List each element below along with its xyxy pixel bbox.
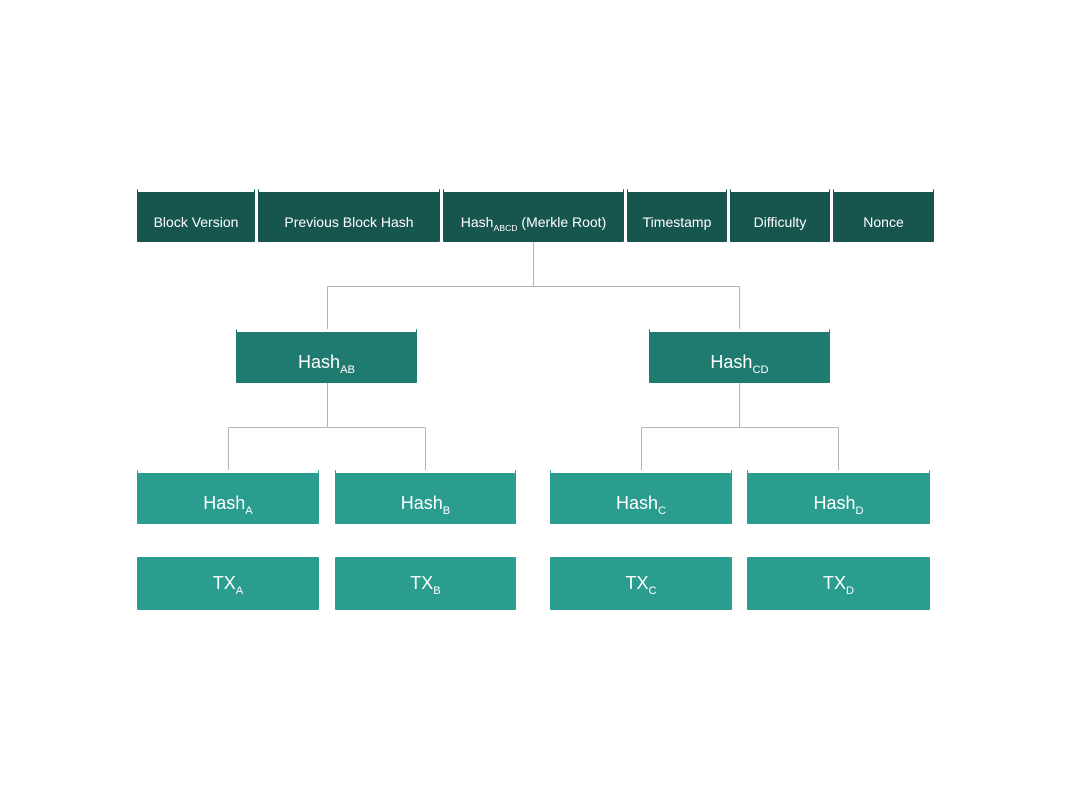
tx-a-label: TXA bbox=[212, 573, 244, 598]
difficulty-field: Difficulty bbox=[730, 189, 830, 242]
nonce-field: Nonce bbox=[833, 189, 934, 242]
tx-c-node: TXC bbox=[550, 557, 732, 610]
hash-cd-label: HashCD bbox=[710, 352, 769, 377]
merkle-root-label: HashABCD (Merkle Root) bbox=[460, 214, 607, 233]
tx-b-node: TXB bbox=[335, 557, 516, 610]
hash-a-label: HashA bbox=[203, 493, 253, 518]
hash-ab-node: HashAB bbox=[236, 329, 417, 383]
tx-b-label: TXB bbox=[410, 573, 441, 598]
hash-ab-label: HashAB bbox=[298, 352, 355, 377]
block-version-label: Block Version bbox=[153, 214, 239, 230]
hash-b-node: HashB bbox=[335, 470, 516, 524]
hash-d-node: HashD bbox=[747, 470, 930, 524]
tx-d-label: TXD bbox=[822, 573, 855, 598]
previous-block-hash-label: Previous Block Hash bbox=[284, 214, 414, 230]
hash-c-node: HashC bbox=[550, 470, 732, 524]
timestamp-field: Timestamp bbox=[627, 189, 727, 242]
hash-c-label: HashC bbox=[615, 493, 667, 518]
tx-d-node: TXD bbox=[747, 557, 930, 610]
previous-block-hash-field: Previous Block Hash bbox=[258, 189, 440, 242]
tx-a-node: TXA bbox=[137, 557, 319, 610]
block-version-field: Block Version bbox=[137, 189, 255, 242]
difficulty-label: Difficulty bbox=[753, 214, 807, 230]
hash-d-label: HashD bbox=[813, 493, 864, 518]
hash-b-label: HashB bbox=[400, 493, 451, 518]
hash-cd-node: HashCD bbox=[649, 329, 830, 383]
timestamp-label: Timestamp bbox=[642, 214, 712, 230]
connector-ab-to-children bbox=[228, 383, 426, 471]
nonce-label: Nonce bbox=[863, 214, 904, 230]
connector-cd-to-children bbox=[641, 383, 839, 471]
hash-a-node: HashA bbox=[137, 470, 319, 524]
tx-c-label: TXC bbox=[625, 573, 657, 598]
merkle-root-field: HashABCD (Merkle Root) bbox=[443, 189, 624, 242]
connector-root-to-children bbox=[327, 242, 740, 330]
